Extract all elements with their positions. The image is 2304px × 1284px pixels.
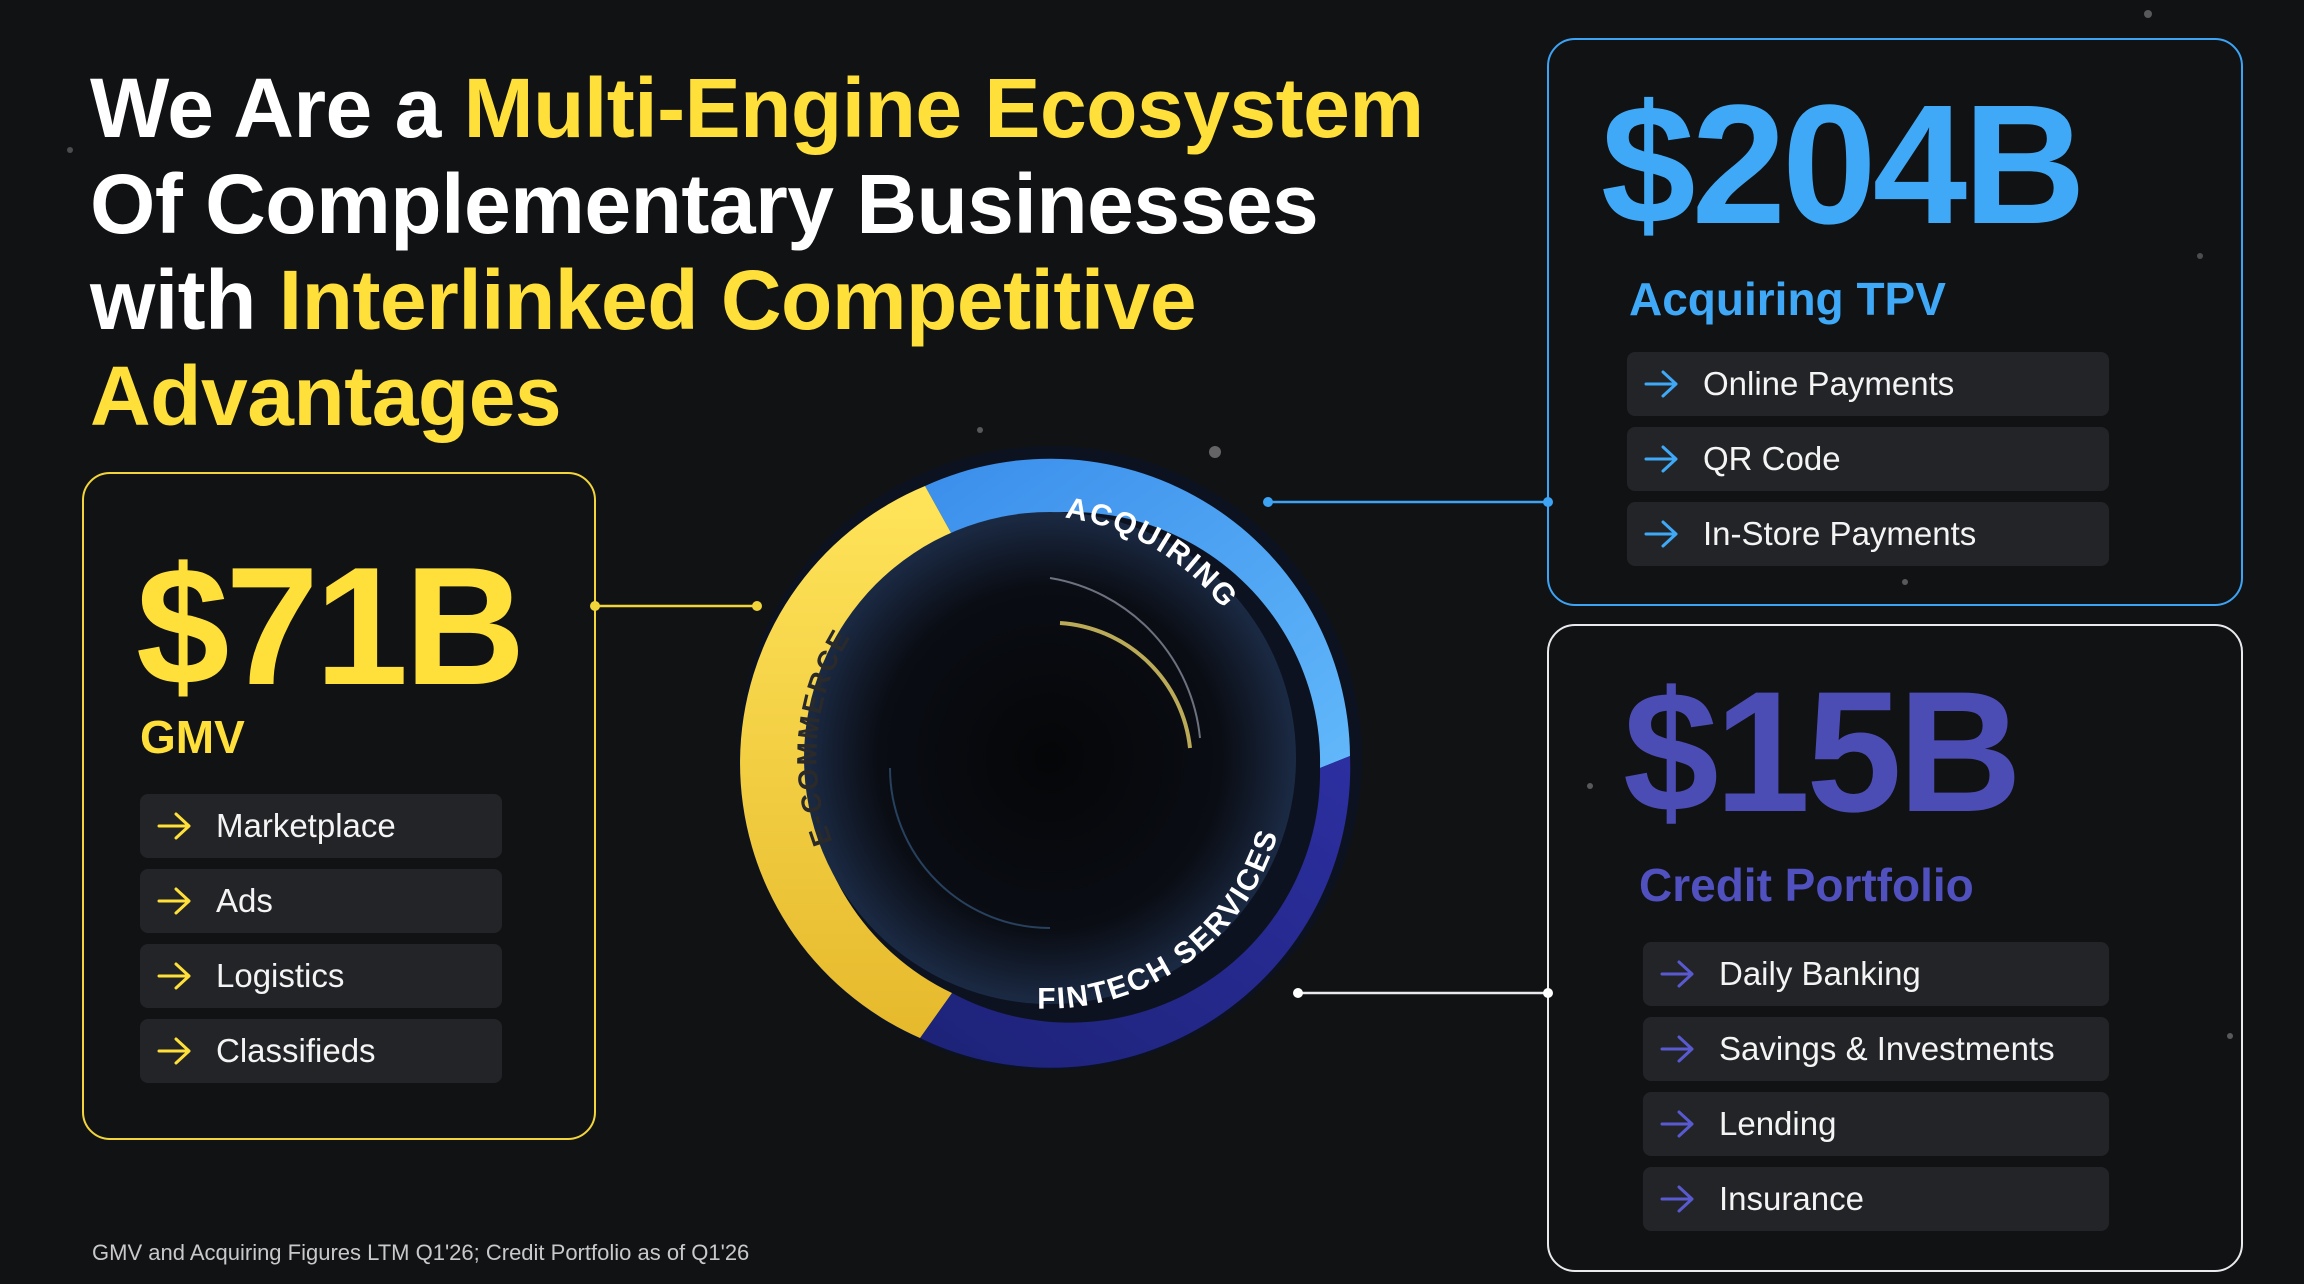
- gmv-card: $71B GMV Marketplace Ads Logistics Class…: [82, 472, 596, 1140]
- list-item: Savings & Investments: [1643, 1017, 2109, 1081]
- gmv-label: GMV: [140, 711, 245, 763]
- gmv-connector: [590, 601, 762, 611]
- footnote: GMV and Acquiring Figures LTM Q1'26; Cre…: [92, 1240, 750, 1265]
- list-item: Online Payments: [1627, 352, 2109, 416]
- list-item: Lending: [1643, 1092, 2109, 1156]
- credit-card: $15B Credit Portfolio Daily Banking Savi…: [1547, 624, 2243, 1272]
- arrow-right-icon: [1644, 370, 1678, 398]
- list-item-label: Lending: [1719, 1105, 1837, 1142]
- list-item-label: Insurance: [1719, 1180, 1864, 1217]
- credit-value: $15B: [1623, 656, 2022, 848]
- arrow-right-icon: [1660, 1110, 1694, 1138]
- fintech-segment: [920, 756, 1351, 1068]
- list-item-label: QR Code: [1703, 440, 1841, 477]
- ecosystem-wheel: ACQUIRING FINTECH SERVICES E-COMMERCE: [738, 446, 1362, 1070]
- arrow-right-icon: [1644, 445, 1678, 473]
- acquiring-segment: [925, 458, 1350, 768]
- arrow-right-icon: [157, 812, 191, 840]
- list-item: Ads: [140, 869, 502, 933]
- list-item-label: Ads: [216, 882, 273, 919]
- list-item: Logistics: [140, 944, 502, 1008]
- acquiring-list: Online Payments QR Code In-Store Payment…: [1627, 352, 2109, 577]
- title-part: We Are a: [90, 61, 464, 155]
- list-item-label: In-Store Payments: [1703, 515, 1977, 552]
- list-item: In-Store Payments: [1627, 502, 2109, 566]
- acquiring-value: $204B: [1601, 70, 2086, 260]
- list-item: Daily Banking: [1643, 942, 2109, 1006]
- ecommerce-segment: [740, 486, 955, 1038]
- list-item: QR Code: [1627, 427, 2109, 491]
- list-item-label: Savings & Investments: [1719, 1030, 2055, 1067]
- title-highlight: Interlinked Competitive: [278, 253, 1197, 347]
- title-highlight: Advantages: [90, 349, 562, 443]
- title-part: Of Complementary Businesses: [90, 157, 1319, 251]
- list-item-label: Classifieds: [216, 1032, 376, 1069]
- arrow-right-icon: [1660, 960, 1694, 988]
- arrow-right-icon: [1644, 520, 1678, 548]
- credit-connector: [1293, 988, 1553, 998]
- title-part: with: [90, 253, 279, 347]
- title-highlight: Multi-Engine Ecosystem: [463, 61, 1424, 155]
- list-item: Marketplace: [140, 794, 502, 858]
- list-item-label: Online Payments: [1703, 365, 1955, 402]
- gmv-list: Marketplace Ads Logistics Classifieds: [140, 794, 502, 1094]
- arrow-right-icon: [157, 962, 191, 990]
- acquiring-connector: [1263, 497, 1553, 507]
- arrow-right-icon: [157, 887, 191, 915]
- arrow-right-icon: [1660, 1185, 1694, 1213]
- list-item-label: Logistics: [216, 957, 345, 994]
- acquiring-card: $204B Acquiring TPV Online Payments QR C…: [1547, 38, 2243, 606]
- list-item: Insurance: [1643, 1167, 2109, 1231]
- gmv-value: $71B: [136, 532, 526, 720]
- acquiring-label: Acquiring TPV: [1629, 273, 1946, 325]
- list-item-label: Marketplace: [216, 807, 396, 844]
- page-title: We Are a Multi-Engine Ecosystem Of Compl…: [90, 60, 1510, 444]
- list-item-label: Daily Banking: [1719, 955, 1921, 992]
- arrow-right-icon: [157, 1037, 191, 1065]
- arrow-right-icon: [1660, 1035, 1694, 1063]
- list-item: Classifieds: [140, 1019, 502, 1083]
- credit-list: Daily Banking Savings & Investments Lend…: [1643, 942, 2109, 1242]
- credit-label: Credit Portfolio: [1639, 859, 1974, 911]
